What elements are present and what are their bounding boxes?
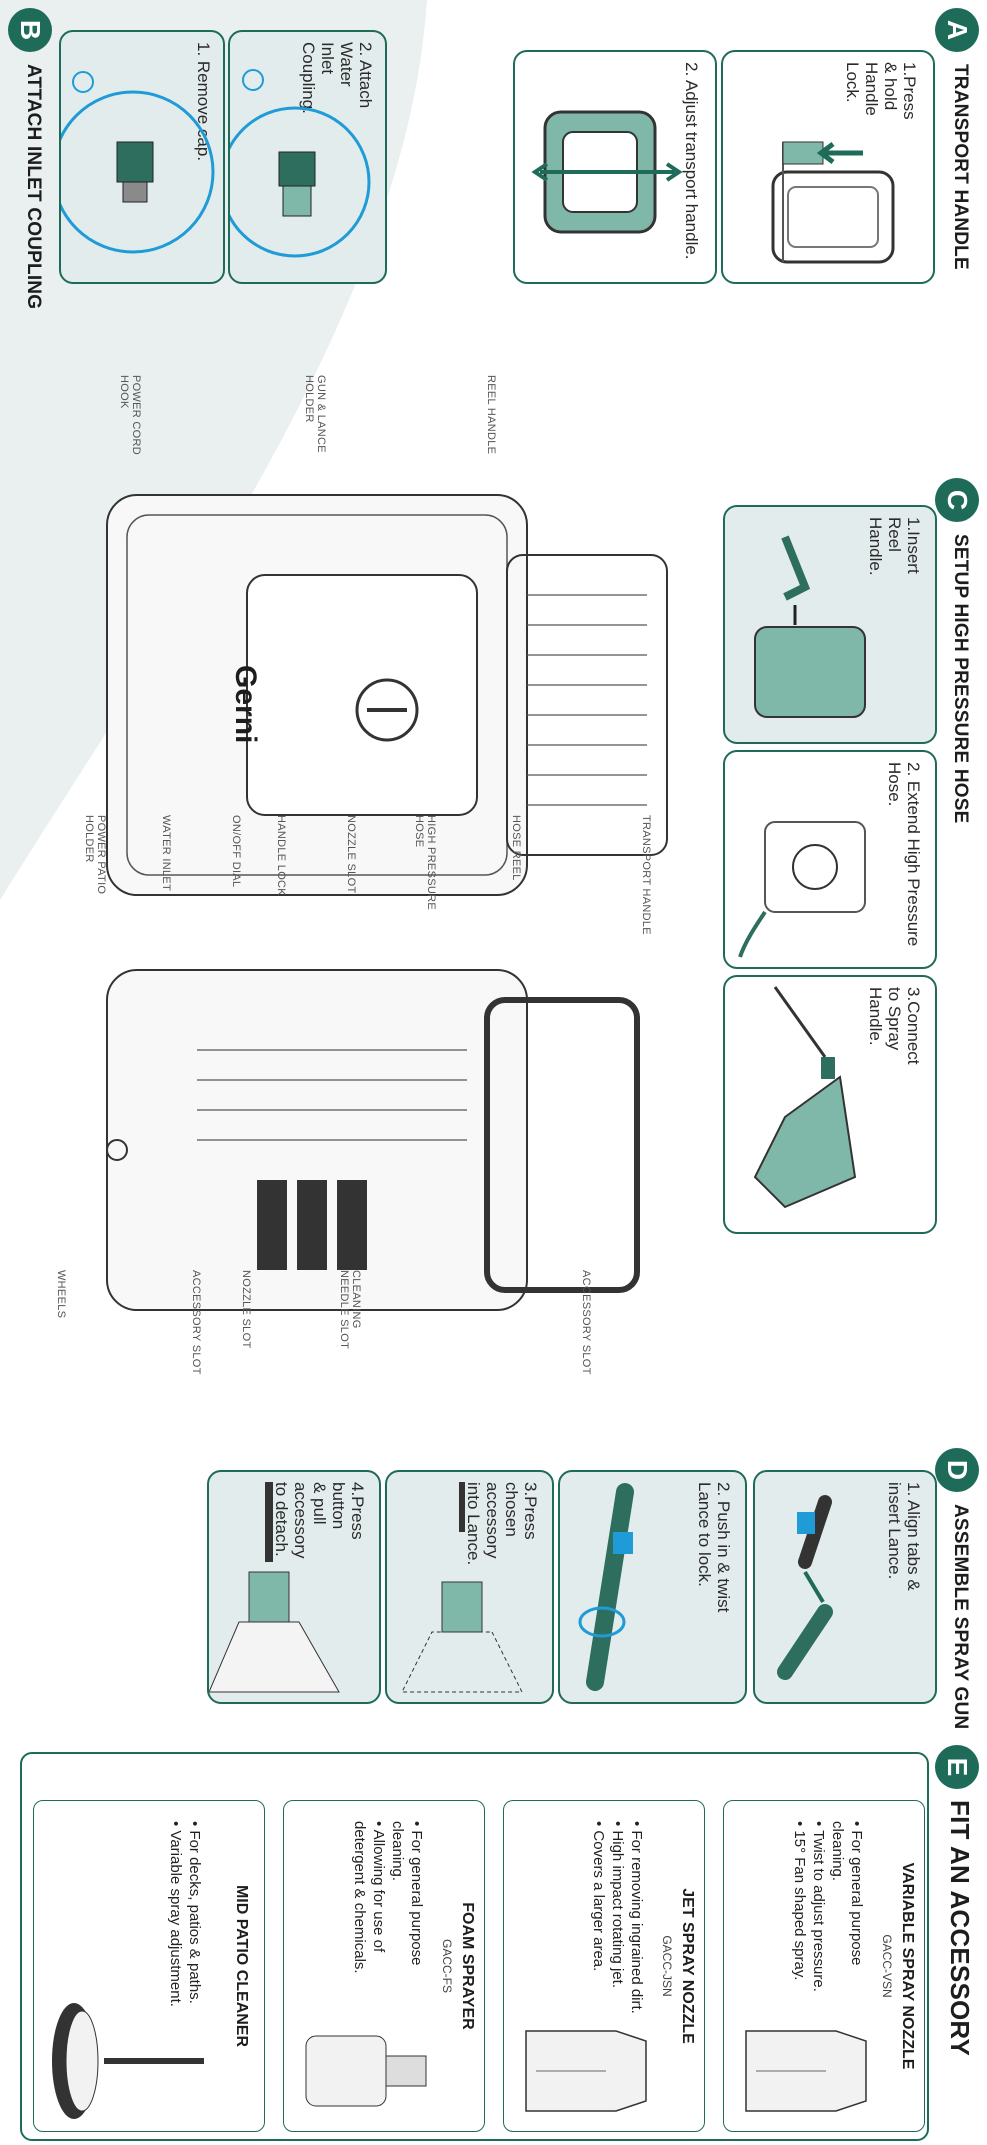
callout-hose-reel: HOSE REEL <box>510 815 522 881</box>
accessory-title: VARIABLE SPRAY NOZZLE <box>899 1862 916 2070</box>
jet-spray-nozzle-icon <box>525 2030 647 2112</box>
callout-cleaning-needle-slot: CLEANING NEEDLE SLOT <box>338 1270 362 1350</box>
section-d-panel-4: 4.Press button & pull accessory to detac… <box>207 1470 381 1704</box>
section-a-panel-1: 1.Press & hold Handle Lock. <box>721 50 935 284</box>
section-a-badge: A <box>935 8 979 52</box>
bullet: Covers a larger area. <box>589 1821 608 2021</box>
bullet: Variable spray adjustment. <box>166 1821 185 2011</box>
section-c-panel-3: 3.Connect to Spray Handle. <box>723 975 937 1234</box>
bullet: For general purpose cleaning. <box>388 1821 426 2001</box>
patio-cleaner-icon <box>52 2003 204 2119</box>
pressure-washer-front-view <box>106 494 668 896</box>
bullet: Allowing for use of detergent & chemical… <box>350 1821 388 2001</box>
accessory-bullets: For general purpose cleaning. Twist to a… <box>790 1821 866 2021</box>
press-accessory-illustration <box>401 1482 523 1693</box>
variable-spray-nozzle-icon <box>745 2030 867 2112</box>
bullet: For removing ingrained dirt. <box>627 1821 646 2021</box>
bullet: For decks, patios & paths. <box>185 1821 204 2011</box>
callout-nozzle-slot-back: NOZZLE SLOT <box>240 1270 252 1349</box>
accessory-code: GACC-VSN <box>880 1934 894 1998</box>
section-e-badge: E <box>935 1745 979 1789</box>
section-b-title: ATTACH INLET COUPLING <box>23 64 44 310</box>
section-c-panel-1: 1.Insert Reel Handle. <box>723 505 937 744</box>
callout-reel-handle: REEL HANDLE <box>485 375 497 455</box>
callout-wheels: WHEELS <box>55 1270 67 1319</box>
handle-adjust-illustration <box>531 110 683 234</box>
handle-lock-illustration <box>771 141 895 264</box>
callout-accessory-slot: ACCESSORY SLOT <box>190 1270 202 1375</box>
section-d-title: ASSEMBLE SPRAY GUN <box>950 1504 971 1730</box>
accessory-bullets: For decks, patios & paths. Variable spra… <box>166 1821 204 2011</box>
accessory-title: JET SPRAY NOZZLE <box>679 1888 696 2044</box>
callout-gun-lance-holder: GUN & LANCE HOLDER <box>303 375 327 453</box>
detach-accessory-illustration <box>208 1482 340 1693</box>
callout-water-inlet: WATER INLET <box>160 815 172 892</box>
twist-lance-illustration <box>578 1483 634 1691</box>
accessory-code: GACC-FS <box>440 1939 454 1993</box>
accessory-bullets: For general purpose cleaning. Allowing f… <box>350 1821 426 2001</box>
callout-power-patio-holder: POWER PATIO HOLDER <box>83 815 107 895</box>
section-d-panel-3: 3.Press chosen accessory into Lance. <box>385 1470 554 1704</box>
accessory-title: FOAM SPRAYER <box>459 1902 476 2030</box>
section-b-panel-2: 2. Attach Water Inlet Coupling. <box>228 30 387 284</box>
reel-handle-illustration <box>754 535 866 718</box>
accessory-card-foam-sprayer: FOAM SPRAYER GACC-FS For general purpose… <box>283 1800 485 2132</box>
pressure-washer-back-view <box>106 969 640 1311</box>
attach-coupling-illustration <box>228 69 371 258</box>
section-c-title: SETUP HIGH PRESSURE HOSE <box>950 534 971 824</box>
remove-cap-illustration <box>59 71 215 254</box>
accessory-card-patio-cleaner: MID PATIO CLEANER For decks, patios & pa… <box>33 1800 265 2132</box>
section-b-panel-1: 1. Remove cap. <box>59 30 225 284</box>
accessory-card-jet-spray: JET SPRAY NOZZLE GACC-JSN For removing i… <box>503 1800 705 2132</box>
machine-brand: Gerni <box>229 665 262 744</box>
callout-handle-lock: HANDLE LOCK <box>275 815 287 896</box>
section-a-panel-2: 2. Adjust transport handle. <box>513 50 717 284</box>
section-e-title: FIT AN ACCESSORY <box>945 1800 975 2056</box>
bullet: High impact rotating jet. <box>608 1821 627 2021</box>
bullet: For general purpose cleaning. <box>828 1821 866 2021</box>
section-a-title: TRANSPORT HANDLE <box>950 64 971 270</box>
accessory-card-variable-spray: VARIABLE SPRAY NOZZLE GACC-VSN For gener… <box>723 1800 925 2132</box>
callout-high-pressure-hose: HIGH PRESSURE HOSE <box>413 815 437 910</box>
connect-spray-handle-illustration <box>753 986 857 1209</box>
section-d-panel-1: 1. Align tabs & insert Lance. <box>753 1470 937 1704</box>
section-c-panel-2: 2. Extend High Pressure Hose. <box>723 750 937 969</box>
bullet: Twist to adjust pressure. <box>809 1821 828 2021</box>
callout-power-cord-hook: POWER CORD HOOK <box>118 375 142 455</box>
section-d-badge: D <box>935 1448 979 1492</box>
bullet: 15° Fan shaped spray. <box>790 1821 809 2021</box>
accessory-bullets: For removing ingrained dirt. High impact… <box>589 1821 646 2021</box>
accessory-title: MID PATIO CLEANER <box>233 1884 250 2048</box>
accessory-code: GACC-JSN <box>660 1935 674 1997</box>
callout-accessory-slot-top: ACCESSORY SLOT <box>580 1270 592 1375</box>
section-d-panel-2: 2. Push in & twist Lance to lock. <box>558 1470 747 1704</box>
align-tabs-illustration <box>777 1495 833 1680</box>
foam-sprayer-icon <box>305 2035 427 2107</box>
callout-nozzle-slot: NOZZLE SLOT <box>345 815 357 894</box>
callout-on-off-dial: ON/OFF DIAL <box>230 815 242 888</box>
extend-hose-illustration <box>738 821 866 958</box>
section-b-badge: B <box>8 8 52 52</box>
section-c-badge: C <box>935 478 979 522</box>
callout-transport-handle: TRANSPORT HANDLE <box>640 815 652 935</box>
